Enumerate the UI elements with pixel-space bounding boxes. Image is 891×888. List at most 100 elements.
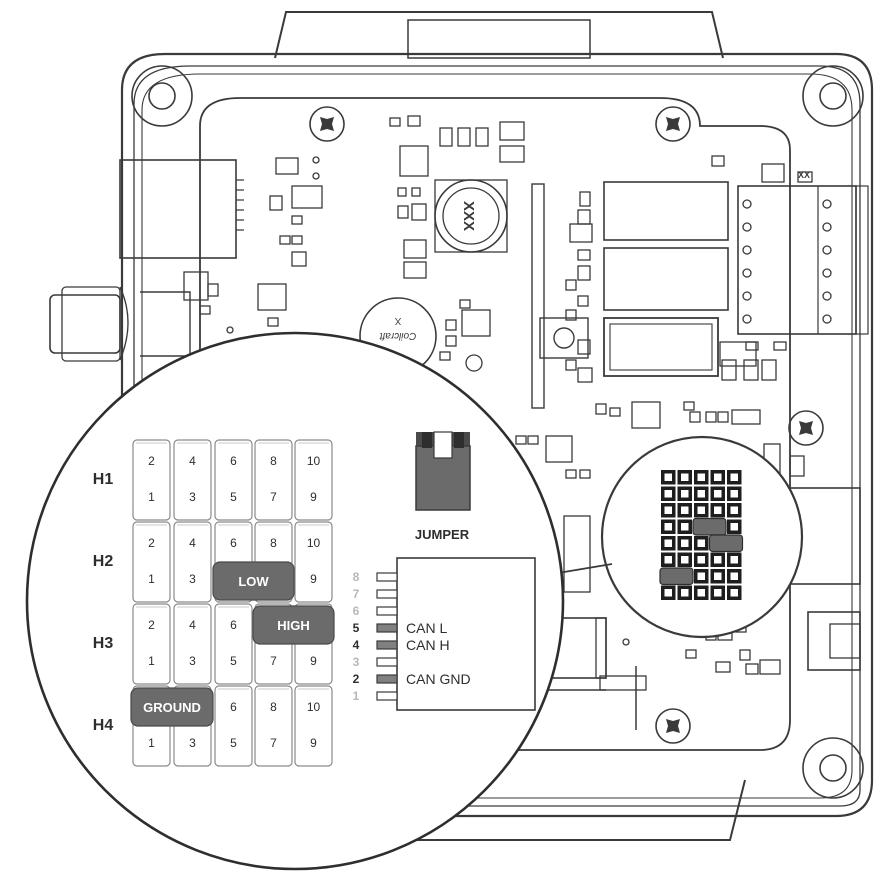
top-tab-slot [407, 19, 591, 59]
jumper-label: LOW [238, 574, 269, 589]
pin-number-bottom: 1 [148, 654, 155, 668]
inductor-text-2: X [394, 315, 401, 326]
push-button [539, 317, 589, 359]
chip-marking: XXX [460, 201, 477, 231]
pin-number-bottom: 9 [310, 572, 317, 586]
pin-number-top: 2 [148, 454, 155, 468]
connector-pin-number: 6 [353, 604, 360, 618]
connector-pin [376, 606, 398, 616]
jumper-legend-label: JUMPER [415, 527, 470, 542]
pin-number-bottom: 1 [148, 572, 155, 586]
smd-components [183, 115, 813, 675]
pin-number-bottom: 9 [310, 654, 317, 668]
header-cell: 10 9 [294, 439, 333, 521]
pin-number-top: 6 [230, 618, 237, 632]
connector-pin-number: 4 [353, 638, 360, 652]
pin-number-top: 8 [270, 536, 277, 550]
connector-pin-number: 5 [353, 621, 360, 635]
pin-number-top: 10 [307, 536, 321, 550]
jumper-label: HIGH [277, 618, 310, 633]
header-cell: 10 9 [294, 685, 333, 767]
relay-1 [603, 181, 729, 241]
pin-number-bottom: 9 [310, 736, 317, 750]
relay-2 [603, 247, 729, 311]
header-cell: 43 [173, 521, 212, 603]
magnifier-lens: H121436587109H221436587109H321436587109H… [25, 331, 565, 871]
housing-outer [120, 52, 874, 818]
header-cell: 43 [173, 603, 212, 685]
pin-number-bottom: 5 [230, 490, 237, 504]
pin-number-bottom: 9 [310, 490, 317, 504]
enclosure [49, 11, 874, 841]
header-label: H2 [93, 553, 114, 570]
connector-pin-number: 1 [353, 689, 360, 703]
header-cell: 10 9 [294, 521, 333, 603]
connector-pin [376, 640, 398, 650]
pin-number-bottom: 1 [148, 490, 155, 504]
pin-number-bottom: 3 [189, 572, 196, 586]
pin-number-bottom: 5 [230, 736, 237, 750]
jumper-overlay [130, 687, 214, 727]
connector-pin-number: 8 [353, 570, 360, 584]
pin-number-bottom: 7 [270, 654, 277, 668]
pin-number-bottom: 3 [189, 490, 196, 504]
pin-number-top: 6 [230, 454, 237, 468]
header-cell: 87 [254, 439, 293, 521]
connector-pin-label: CAN L [406, 620, 447, 636]
can-connector-pins: 8 7 6 5 CAN L 4 CAN H 3 2 CAN GND 1 [353, 570, 471, 703]
jumper-overlay [252, 605, 335, 645]
can-connector-body [396, 557, 536, 711]
pin-number-top: 8 [270, 454, 277, 468]
pin-number-bottom: 3 [189, 654, 196, 668]
pin-number-top: 2 [148, 536, 155, 550]
pin-number-top: 6 [230, 700, 237, 714]
connector-pin-number: 3 [353, 655, 360, 669]
pin-number-top: 10 [307, 700, 321, 714]
inductor-text-1: Coilcraft [378, 330, 416, 341]
pin-number-bottom: 3 [189, 736, 196, 750]
connector-pin [376, 674, 398, 684]
jumper-label: GROUND [143, 700, 201, 715]
pin-number-top: 10 [307, 454, 321, 468]
pin-number-top: 6 [230, 536, 237, 550]
pin-number-top: 8 [270, 700, 277, 714]
header-zoom-circle [600, 435, 804, 639]
header-cell: 21 [132, 603, 171, 685]
small-board-label: XX [798, 170, 810, 180]
board-markings: XXX Coilcraft X XX [378, 170, 810, 341]
pin-number-bottom: 5 [230, 654, 237, 668]
pin-header-small [563, 515, 591, 593]
header-cell: 65 [214, 685, 253, 767]
rj45-jack [119, 159, 237, 259]
connector-pin [376, 657, 398, 667]
pin-number-top: 4 [189, 454, 196, 468]
pcb-outline [199, 97, 791, 751]
header-label: H3 [93, 635, 114, 652]
connector-pin [376, 623, 398, 633]
terminal-block [737, 185, 857, 335]
pin-number-bottom: 7 [270, 490, 277, 504]
pin-number-bottom: 7 [270, 736, 277, 750]
connector-pin [376, 572, 398, 582]
connector-pin-label: CAN H [406, 637, 450, 653]
connector-pin-label: CAN GND [406, 671, 471, 687]
connector-pin [376, 691, 398, 701]
header-cell: 21 [132, 521, 171, 603]
relay-3 [603, 317, 719, 377]
connector-pin-number: 2 [353, 672, 360, 686]
jumper-overlay [212, 561, 295, 601]
top-mounting-tab [274, 11, 724, 59]
connector-pin-number: 7 [353, 587, 360, 601]
cable-gland [49, 294, 121, 354]
jumper-icon [415, 431, 471, 511]
header-cell: 65 [214, 603, 253, 685]
pin-number-top: 2 [148, 618, 155, 632]
pin-number-top: 4 [189, 536, 196, 550]
header-label: H1 [93, 471, 114, 488]
vertical-header [531, 183, 545, 409]
header-cell: 87 [254, 685, 293, 767]
jumper-overlays: LOW HIGH GROUND [130, 561, 335, 727]
connector-pin [376, 589, 398, 599]
